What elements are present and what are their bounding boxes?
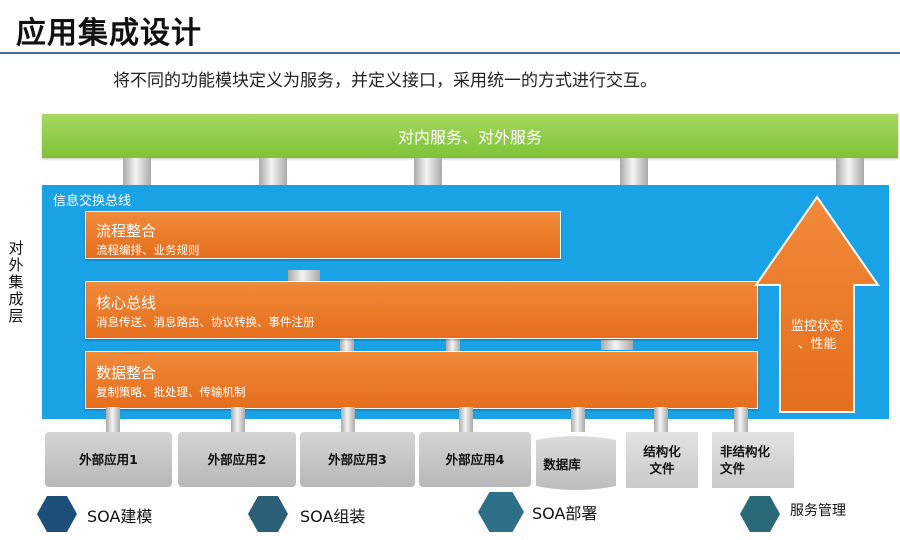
connector-pillar	[620, 158, 648, 185]
database-icon	[536, 436, 616, 490]
service-bar: 对内服务、对外服务	[42, 114, 898, 158]
hexagon-icon	[740, 496, 780, 532]
layer-process-integration: 流程整合 流程编排、业务规则	[85, 211, 561, 259]
app-label-line2: 文件	[720, 461, 746, 476]
unstructured-file: 非结构化 文件	[712, 432, 794, 488]
app-label: 外部应用2	[207, 452, 267, 467]
monitor-label: 监控状态 、性能	[780, 318, 854, 354]
page-title: 应用集成设计	[16, 16, 202, 51]
app-label: 外部应用1	[79, 452, 138, 467]
service-bar-label: 对内服务、对外服务	[397, 128, 542, 147]
app-label-line1: 非结构化	[720, 444, 771, 459]
page-subtitle: 将不同的功能模块定义为服务，并定义接口，采用统一的方式进行交互。	[113, 71, 657, 91]
hexagon-icon	[478, 492, 524, 532]
external-app-1: 外部应用1	[45, 432, 172, 487]
connector-pillar	[654, 407, 668, 432]
connector-pillar	[414, 158, 442, 185]
app-label-line1: 结构化	[643, 444, 681, 459]
monitor-label-line1: 监控状态	[790, 319, 843, 334]
connector-pillar	[123, 158, 151, 185]
connector-pillar	[341, 407, 355, 432]
hexagon-icon	[248, 496, 288, 532]
app-label: 外部应用4	[445, 452, 505, 467]
bus-label: 信息交换总线	[53, 194, 132, 209]
connector-pillar	[734, 407, 748, 432]
legend-soa-assembly: SOA组装	[300, 507, 366, 526]
database: 数据库	[534, 442, 590, 486]
layer-title: 流程整合	[96, 222, 157, 240]
layer-data-integration: 数据整合 复制策略、批处理、传输机制	[85, 351, 758, 409]
layer-title: 数据整合	[96, 364, 157, 382]
connector-pillar	[259, 158, 287, 185]
title-divider	[0, 52, 900, 54]
external-app-2: 外部应用2	[178, 432, 296, 487]
side-label: 对外集成层	[8, 239, 24, 325]
monitor-label-line2: 、性能	[797, 337, 837, 352]
structured-file: 结构化 文件	[626, 432, 698, 488]
legend-soa-modeling: SOA建模	[87, 507, 153, 526]
hexagon-icon	[37, 496, 77, 532]
legend-service-management: 服务管理	[790, 503, 846, 519]
connector-pillar	[459, 407, 473, 432]
app-label: 数据库	[543, 456, 581, 472]
connector-pillar	[106, 407, 120, 432]
external-app-4: 外部应用4	[419, 432, 531, 487]
connector-pillar	[571, 407, 585, 432]
connector-pillar	[446, 338, 460, 352]
connector-pillar	[288, 270, 320, 282]
layer-detail: 复制策略、批处理、传输机制	[96, 385, 246, 399]
connector-pillar	[231, 407, 245, 432]
monitor-arrow	[754, 195, 880, 413]
legend-soa-deployment: SOA部署	[532, 504, 598, 523]
connector-pillar	[340, 338, 354, 352]
layer-detail: 消息传送、消息路由、协议转换、事件注册	[96, 315, 315, 329]
layer-title: 核心总线	[96, 294, 157, 312]
external-app-3: 外部应用3	[300, 432, 415, 487]
app-label-line2: 文件	[649, 461, 675, 476]
layer-core-bus: 核心总线 消息传送、消息路由、协议转换、事件注册	[85, 281, 758, 339]
connector-pillar	[601, 340, 633, 350]
app-label: 外部应用3	[328, 452, 387, 467]
layer-detail: 流程编排、业务规则	[96, 243, 200, 257]
connector-pillar	[836, 158, 864, 185]
